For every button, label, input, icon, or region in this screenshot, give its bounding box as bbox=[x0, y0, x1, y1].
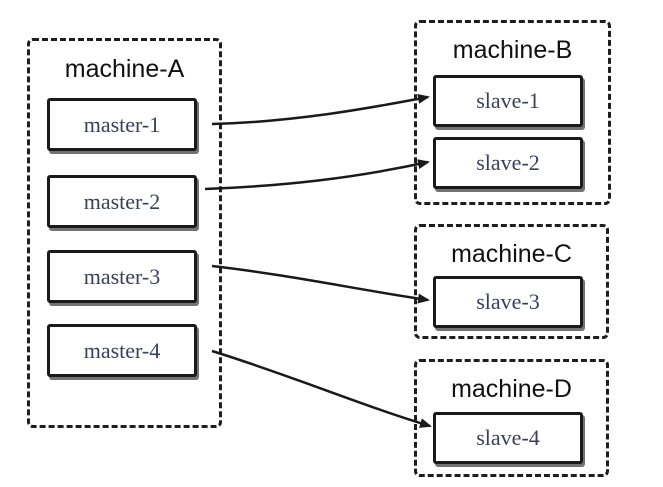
machine-a-title: machine-A bbox=[64, 55, 185, 83]
machine-d-title: machine-D bbox=[451, 375, 572, 403]
arrow-master-2-to-slave-2 bbox=[204, 159, 430, 191]
master-2-node: master-2 bbox=[47, 175, 197, 228]
arrow-master-3-to-slave-3 bbox=[211, 264, 430, 304]
machine-c-title: machine-C bbox=[451, 240, 572, 268]
arrow-master-4-to-slave-4 bbox=[211, 349, 432, 428]
slave-2-node: slave-2 bbox=[433, 137, 583, 189]
machine-d-group: machine-D bbox=[414, 359, 609, 477]
master-1-node: master-1 bbox=[47, 98, 197, 151]
master-4-node: master-4 bbox=[47, 324, 197, 377]
machine-b-title: machine-B bbox=[452, 36, 573, 64]
slave-4-node: slave-4 bbox=[433, 412, 583, 464]
slave-3-node: slave-3 bbox=[433, 276, 583, 328]
slave-1-node: slave-1 bbox=[433, 75, 583, 127]
machine-a-group: machine-A bbox=[27, 38, 222, 428]
master-3-node: master-3 bbox=[47, 250, 197, 303]
arrow-master-1-to-slave-1 bbox=[211, 93, 430, 126]
